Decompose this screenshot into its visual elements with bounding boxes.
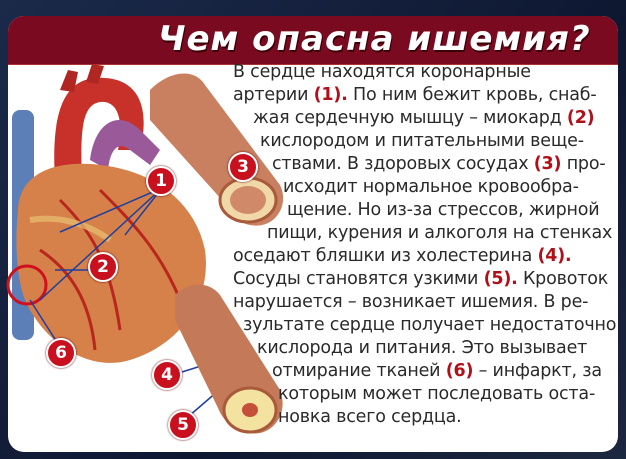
text-line: новка всего сердца. [278,407,462,427]
text-line: кислорода и питания. Это вызывает [257,338,588,358]
text-line: ствами. В здоровых сосудах (3) про- [272,154,606,174]
page-title: Чем опасна ишемия? [158,19,591,59]
text-line: щение. Но из-за стрессов, жирной [287,200,600,220]
text-line: зультате сердце получает недостаточно [243,315,617,335]
text-line: оседают бляшки из холестерина (4). [233,246,572,266]
text-line: В сердце находятся коронарные [233,62,531,82]
text-line: Сосуды становятся узкими (5). Кровоток [233,269,609,289]
title-bar: Чем опасна ишемия? [8,16,618,65]
text-line: отмирание тканей (6) – инфаркт, за [272,361,602,381]
healthy-vessel [150,73,284,226]
text-line: которым может последовать оста- [278,384,596,404]
marker-1: 1 [146,166,176,196]
marker-6: 6 [46,338,76,368]
text-line: жая сердечную мышцу – миокард (2) [253,108,595,128]
aorta-shape [54,77,144,180]
text-line: пищи, курения и алкоголя на стенках [267,223,613,243]
pulmonary-shape [90,120,160,170]
marker-5: 5 [168,410,198,440]
text-line: нарушается – возникает ишемия. В ре- [233,292,589,312]
marker-4: 4 [152,360,182,390]
marker-2: 2 [88,252,118,282]
marker-3: 3 [228,152,258,182]
damaged-area-circle [6,264,48,306]
text-line: исходит нормальное кровообра- [283,177,579,197]
narrowed-vessel [175,284,283,434]
text-line: артерии (1). По ним бежит кровь, снаб- [233,85,597,105]
text-line: кислородом и питательными веще- [260,131,584,151]
